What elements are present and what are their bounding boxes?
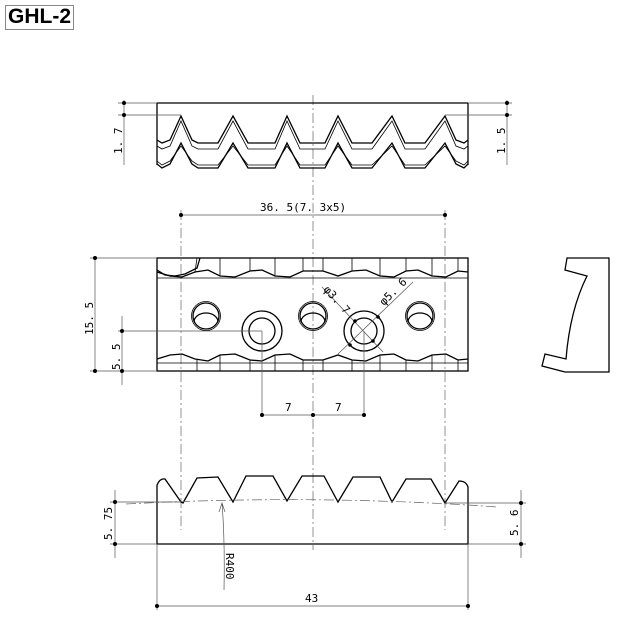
bottom-view	[125, 475, 499, 545]
dim-hole-height: 5. 5	[110, 344, 123, 371]
top-view-dimensions	[118, 100, 512, 217]
dim-large-hole-diameter: φ5. 6	[377, 276, 410, 309]
dim-left-height: 5. 75	[102, 507, 115, 540]
dim-spacing-right: 7	[335, 401, 342, 414]
small-hole	[191, 301, 221, 331]
dim-top-left-height: 1. 7	[112, 128, 125, 155]
front-view	[156, 257, 469, 372]
dim-spacing-left: 7	[285, 401, 292, 414]
dim-pitch: 36. 5(7. 3x5)	[260, 201, 346, 214]
center-lines	[180, 95, 446, 550]
front-view-dimensions	[90, 256, 366, 417]
small-hole	[298, 301, 328, 331]
part-number-label: GHL-2	[5, 5, 74, 30]
dim-total-height: 15. 5	[83, 302, 96, 335]
dim-right-height: 5. 6	[508, 510, 521, 537]
dim-total-length: 43	[305, 592, 318, 605]
small-hole	[405, 301, 435, 331]
bottom-view-dimensions	[110, 490, 526, 610]
dim-radius: R400	[223, 553, 236, 580]
dim-top-right-height: 1. 5	[495, 128, 508, 155]
top-view	[156, 102, 469, 169]
side-profile	[541, 257, 610, 373]
